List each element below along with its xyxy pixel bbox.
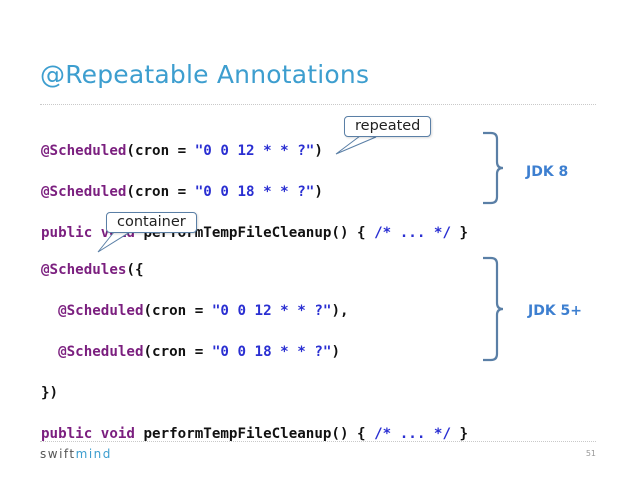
annotation-token: @Scheduled (41, 303, 144, 319)
brand-part2: mind (75, 447, 112, 461)
title-divider (40, 104, 596, 105)
brace-jdk5 (483, 256, 504, 362)
code-line: @Schedules({ (41, 260, 468, 281)
brand-logo: swiftmind (40, 447, 112, 461)
code-token: ({ (126, 262, 144, 278)
comment-token: /* ... */ (374, 225, 452, 241)
code-line: }) (41, 383, 468, 404)
keyword-token: public void (41, 426, 135, 442)
callout-pointer-container (97, 231, 132, 253)
code-token: ) (314, 184, 323, 200)
code-line: @Scheduled(cron = "0 0 12 * * ?") (41, 141, 468, 162)
annotation-token: @Schedules (41, 262, 127, 278)
code-block-jdk8: @Scheduled(cron = "0 0 12 * * ?") @Sched… (41, 141, 468, 264)
code-block-jdk5: @Schedules({ @Scheduled(cron = "0 0 12 *… (41, 260, 468, 465)
brand-part1: swift (40, 447, 76, 461)
code-line: @Scheduled(cron = "0 0 18 * * ?") (41, 342, 468, 363)
code-token: performTempFileCleanup() { (134, 426, 375, 442)
string-token: "0 0 18 * * ?" (194, 184, 315, 200)
page-number: 51 (585, 449, 596, 458)
annotation-token: @Scheduled (41, 143, 127, 159)
label-jdk5: JDK 5+ (528, 303, 583, 319)
label-jdk8: JDK 8 (526, 164, 569, 180)
callout-container: container (106, 212, 197, 233)
footer-divider (40, 441, 596, 442)
code-token: } (451, 426, 469, 442)
callout-pointer-repeated (335, 135, 377, 155)
brace-jdk8 (483, 131, 504, 205)
annotation-token: @Scheduled (41, 344, 144, 360)
code-line: @Scheduled(cron = "0 0 18 * * ?") (41, 182, 468, 203)
code-token: ) (314, 143, 323, 159)
code-line: @Scheduled(cron = "0 0 12 * * ?"), (41, 301, 468, 322)
code-token: (cron = (126, 184, 195, 200)
code-token: } (451, 225, 469, 241)
code-token: ) (331, 344, 340, 360)
code-line: public void performTempFileCleanup() { /… (41, 424, 468, 445)
code-token: (cron = (126, 143, 195, 159)
code-token: (cron = (143, 344, 212, 360)
slide-title: @Repeatable Annotations (40, 60, 370, 89)
annotation-token: @Scheduled (41, 184, 127, 200)
string-token: "0 0 12 * * ?" (194, 143, 315, 159)
callout-repeated: repeated (344, 116, 432, 137)
comment-token: /* ... */ (374, 426, 452, 442)
string-token: "0 0 12 * * ?" (211, 303, 332, 319)
code-token: }) (41, 385, 59, 401)
code-token: (cron = (143, 303, 212, 319)
string-token: "0 0 18 * * ?" (211, 344, 332, 360)
code-token: ), (331, 303, 349, 319)
